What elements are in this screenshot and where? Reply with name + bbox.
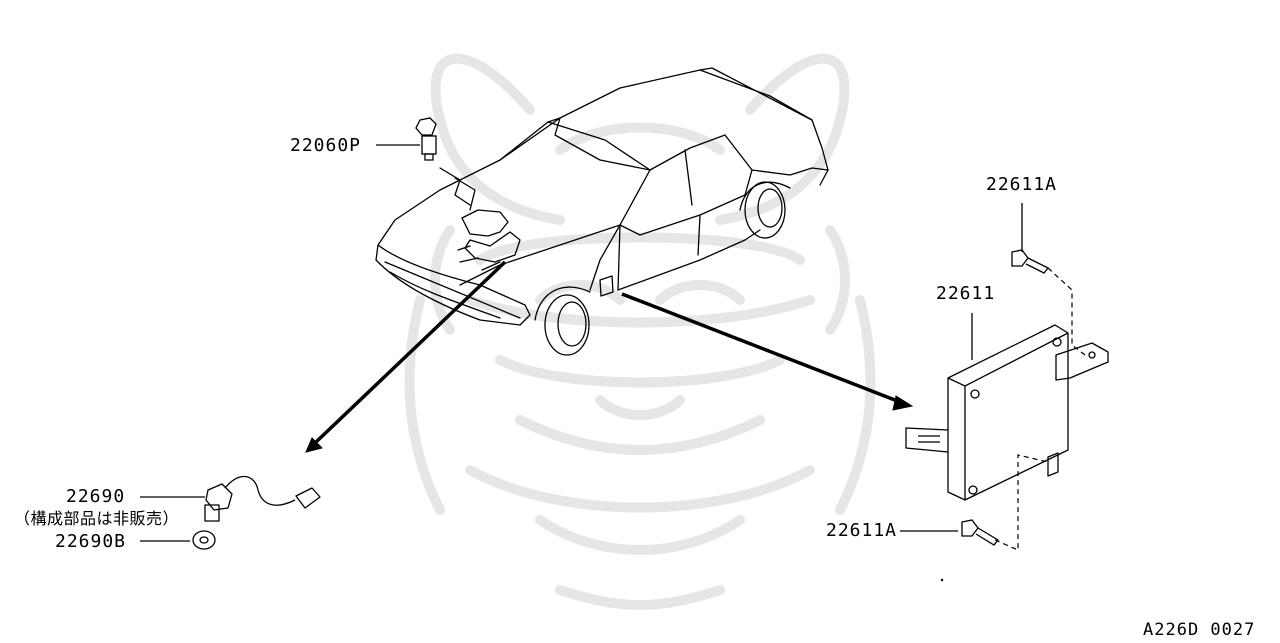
- cam-sensor-part: [376, 117, 437, 161]
- label-22611a-top: 22611A: [986, 174, 1058, 195]
- label-not-sold-note: （構成部品は非販売）: [14, 509, 180, 528]
- watermark-logo: [404, 53, 876, 610]
- label-22690b: 22690B: [55, 531, 127, 552]
- dot-mark: [940, 578, 944, 582]
- label-22690: 22690: [66, 486, 126, 507]
- label-22611a-bottom: 22611A: [826, 520, 898, 541]
- label-22611: 22611: [936, 283, 996, 304]
- car-illustration: [375, 67, 829, 356]
- dashed-connectors: [994, 267, 1086, 551]
- o2-sensor-part: [140, 475, 321, 550]
- diagram-id: A226D 0027: [1143, 620, 1256, 640]
- ecu-part: [900, 203, 1109, 532]
- callout-arrows: [305, 260, 914, 453]
- ecu-bolt-top: [1011, 249, 1050, 274]
- ecu-bolt-bottom: [961, 519, 999, 546]
- label-22060p: 22060P: [290, 135, 362, 156]
